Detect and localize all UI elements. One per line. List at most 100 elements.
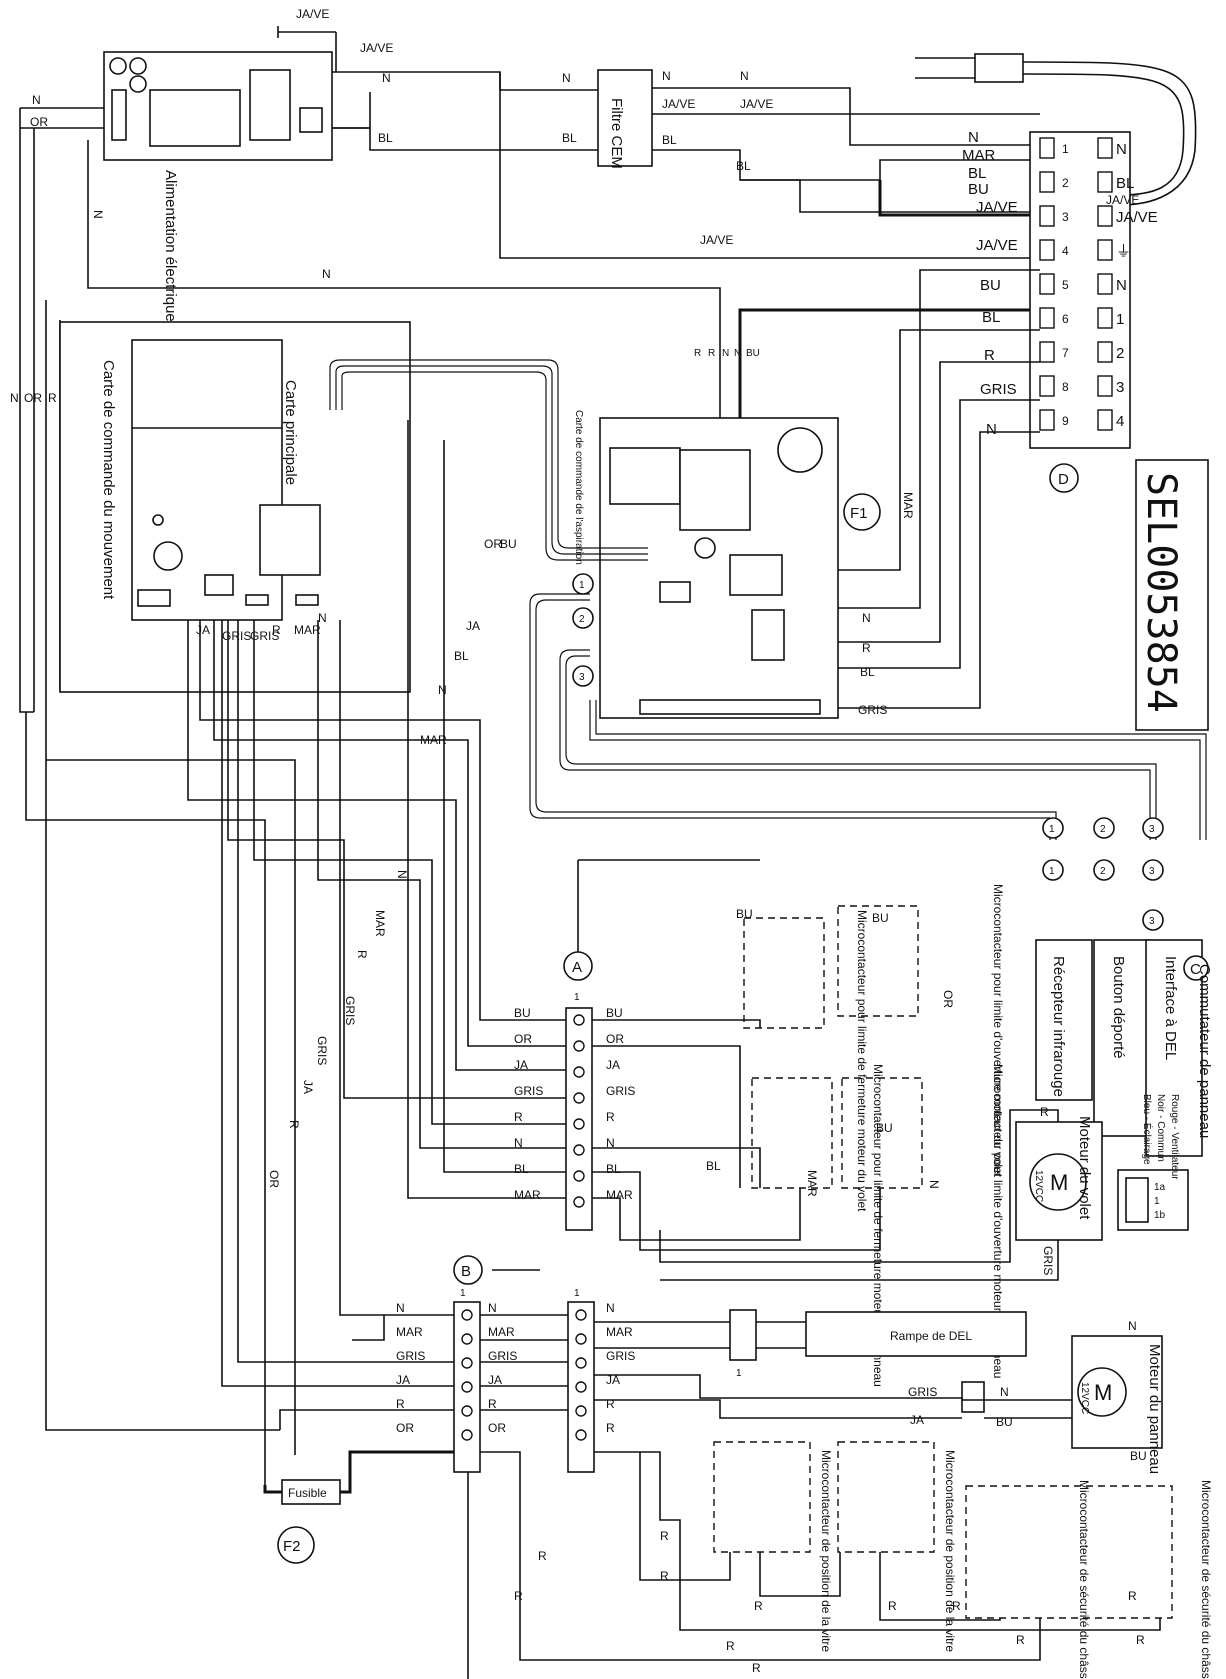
marker-d: D (1049, 463, 1079, 493)
terminal-screw (575, 1333, 587, 1345)
motion-control-board: Carte de commande du mouvement Carte pri… (59, 321, 411, 693)
wire-label: BL (860, 665, 875, 679)
connector-number: 3 (1149, 916, 1155, 927)
terminal-wire-label: JA (488, 1373, 502, 1387)
wire-label: N (1000, 1385, 1009, 1399)
chassis-switch-label: Microcontacteur de sécurité du châssis (1199, 1480, 1213, 1679)
wire-label: BL (736, 159, 751, 173)
flap-close-switch-label: Microcontacteur pour limite de fermeture… (855, 910, 869, 1212)
terminal-screw (1039, 239, 1055, 261)
wire-label: GRIS (222, 629, 251, 643)
terminal-wire-label: BL (514, 1162, 529, 1176)
terminal-wire-label: MAR (606, 1325, 633, 1339)
flat-cable-bundles (329, 359, 1207, 840)
terminal-row: GRIS GRIS (396, 1349, 517, 1369)
terminal-wire-label: OR (488, 1421, 506, 1435)
terminal-number: 2 (1062, 176, 1069, 190)
connector-number: 3 (1149, 824, 1155, 835)
wire-label: N (740, 69, 749, 83)
motor-symbol: M (1094, 1380, 1112, 1405)
marker-a-label: A (572, 959, 582, 976)
terminal-screw (573, 1092, 585, 1104)
panel-switch[interactable]: 1a 1 1b Rouge - Ventilateur Noir - Commu… (1117, 1094, 1189, 1231)
connector-marker: 1 (1042, 817, 1064, 839)
terminal-wire-label: MAR (514, 1188, 541, 1202)
terminal-screw (573, 1066, 585, 1078)
terminal-number: 7 (1062, 346, 1069, 360)
terminal-function: JA/VE (1116, 209, 1158, 226)
connector-number: 1 (1049, 866, 1055, 877)
terminal-wire-label: GRIS (396, 1349, 425, 1363)
wire-label: BU (980, 277, 1001, 294)
terminal-row: R (575, 1421, 615, 1441)
terminal-screw (461, 1405, 473, 1417)
wire-label: R (1016, 1633, 1025, 1647)
wire-label: JA (196, 623, 210, 637)
wire-label: JA/VE (662, 97, 695, 111)
wire-label: OR (30, 115, 48, 129)
wire-label: GRIS (908, 1385, 937, 1399)
terminal-screw (1097, 137, 1113, 159)
connector-marker: 3 (1142, 859, 1164, 881)
wire-label: BU (876, 1121, 893, 1135)
connector-number: 3 (1149, 866, 1155, 877)
wire-label: JA/VE (360, 41, 393, 55)
wire-label: BU (996, 1415, 1013, 1429)
wire-label: R (1040, 1105, 1049, 1119)
switch-legend-item: Bleu - Éclairage (1141, 1094, 1154, 1165)
wire-label: BL (982, 309, 1000, 326)
terminal-screw (573, 1014, 585, 1026)
flap-motor: M 12VCC Moteur du volet R GRIS (659, 1105, 1103, 1281)
terminal-row: JA (575, 1373, 620, 1393)
extraction-board-label: Carte de commande de l'aspiration (573, 410, 584, 565)
wire-label: JA/VE (296, 7, 329, 21)
terminal-screw (461, 1309, 473, 1321)
connector-number: 2 (1100, 824, 1106, 835)
wire-label: R (660, 1569, 669, 1583)
fuse: Fusible (263, 1450, 454, 1505)
wire-label: JA/VE (976, 199, 1018, 216)
wire-label: BL (454, 649, 469, 663)
terminal-screw (1097, 171, 1113, 193)
connector-marker: 3 (572, 665, 594, 687)
panel-motor-label: Moteur du panneau (1146, 1344, 1163, 1474)
led-strip: 1 Rampe de DEL (729, 1309, 1027, 1379)
terminal-wire-label: R (606, 1110, 615, 1124)
terminal-row: N (575, 1301, 615, 1321)
wire-label: GRIS (315, 1036, 329, 1065)
terminal-wire-label: BU (606, 1006, 623, 1020)
terminal-wire-label: JA (606, 1058, 620, 1072)
terminal-number: 4 (1062, 244, 1069, 258)
terminal-block-b-number: 1 (460, 1288, 466, 1299)
emc-filter: Filtre CEM (597, 69, 653, 169)
terminal-wire-label: GRIS (514, 1084, 543, 1098)
wire-label: BU (1130, 1449, 1147, 1463)
wire-label: GRIS (250, 629, 279, 643)
terminal-screw (573, 1118, 585, 1130)
terminal-screw (1039, 409, 1055, 431)
top-wiring (20, 71, 1040, 430)
terminal-screw (461, 1333, 473, 1345)
wire-label: JA (466, 619, 480, 633)
wire-label: R (272, 623, 281, 637)
marker-f1: F1 (843, 493, 881, 531)
terminal-screw (461, 1429, 473, 1441)
terminal-screw (1039, 307, 1055, 329)
terminal-wire-label: R (606, 1421, 615, 1435)
wire-label: BL (706, 1159, 721, 1173)
wire-label: OR (267, 1170, 281, 1188)
terminal-screw (1097, 409, 1113, 431)
led-connector-number: 1 (736, 1368, 742, 1379)
terminal-screw (1039, 273, 1055, 295)
wire-label: N (395, 870, 409, 879)
terminal-wire-label: GRIS (488, 1349, 517, 1363)
ir-receiver: Récepteur infrarouge (1035, 939, 1093, 1101)
